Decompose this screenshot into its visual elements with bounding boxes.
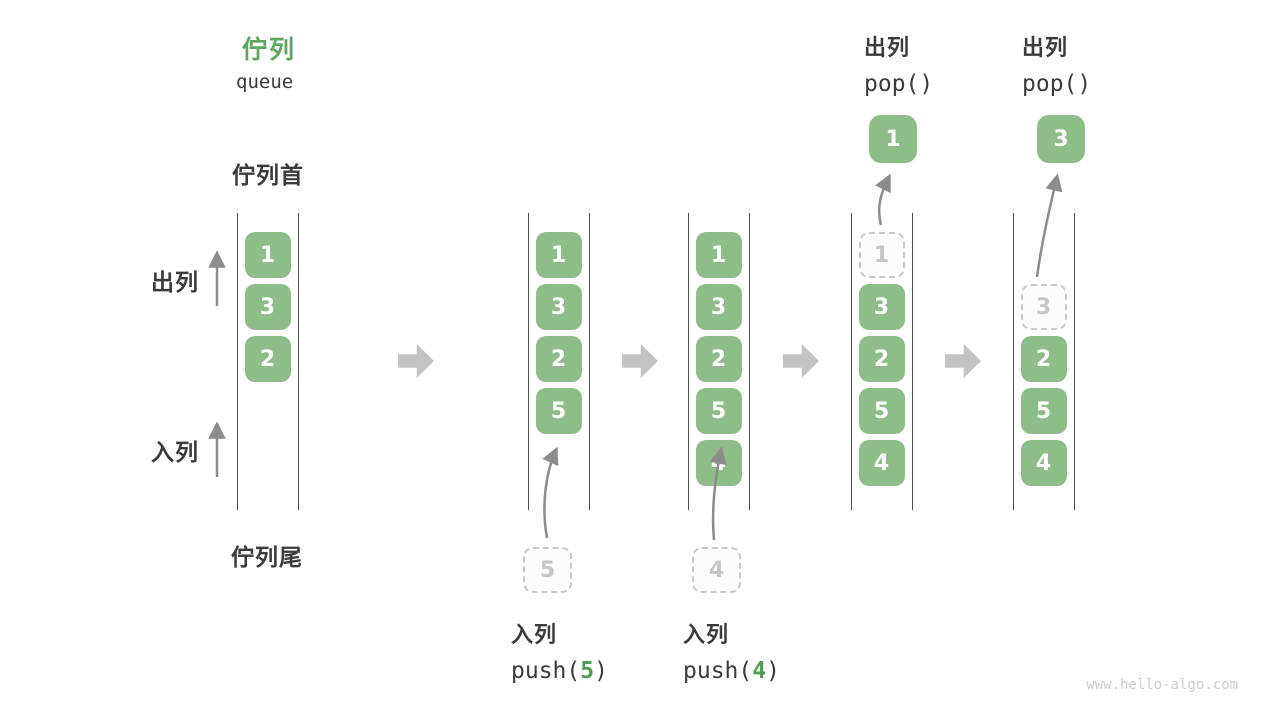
operation-pop-1: 出列 pop()	[864, 30, 1024, 97]
op-code: push(5)	[511, 658, 671, 684]
queue-cell: 3	[535, 284, 582, 330]
queue-cell: 2	[1020, 336, 1067, 382]
op-code-post: )	[594, 658, 608, 684]
label-enqueue: 入列	[151, 439, 199, 465]
queue-cell: 2	[858, 336, 905, 382]
queue-cell: 2	[535, 336, 582, 382]
op-code-pre: pop()	[1022, 71, 1092, 97]
queue-cell: 3	[244, 284, 291, 330]
op-code: push(4)	[683, 658, 843, 684]
queue-cell: 5	[695, 388, 742, 434]
queue-state-1: 1 3 2	[237, 213, 299, 510]
queue-state-4: 1 3 2 5 4 1	[851, 115, 917, 510]
queue-cell-removed: 1	[858, 232, 905, 278]
page-title: 佇列	[242, 36, 297, 64]
page-subtitle: queue	[236, 71, 294, 93]
queue-cell: 2	[244, 336, 291, 382]
op-code: pop()	[1022, 71, 1182, 97]
operation-pop-3: 出列 pop()	[1022, 30, 1182, 97]
op-label: 入列	[511, 622, 558, 647]
popped-element: 1	[869, 115, 917, 163]
queue-cell: 1	[695, 232, 742, 278]
label-dequeue: 出列	[151, 269, 199, 295]
op-code-post: )	[766, 658, 780, 684]
queue-cell: 5	[535, 388, 582, 434]
label-queue-rear: 佇列尾	[231, 544, 303, 570]
queue-state-3: 1 3 2 5 4 4	[688, 213, 750, 593]
op-label: 入列	[683, 622, 730, 647]
queue-cell: 2	[695, 336, 742, 382]
op-code: pop()	[864, 71, 1024, 97]
op-code-pre: pop()	[864, 71, 934, 97]
op-label: 出列	[864, 35, 911, 60]
queue-cell: 1	[535, 232, 582, 278]
queue-cell: 4	[858, 440, 905, 486]
popped-element: 3	[1037, 115, 1085, 163]
queue-cell: 3	[858, 284, 905, 330]
op-code-pre: push(	[683, 658, 753, 684]
incoming-element: 5	[523, 547, 572, 593]
queue-cell: 5	[858, 388, 905, 434]
queue-cell: 5	[1020, 388, 1067, 434]
label-queue-front: 佇列首	[232, 162, 304, 188]
op-code-pre: push(	[511, 658, 581, 684]
right-arrow-icon	[783, 344, 819, 378]
operation-push-5: 入列 push(5)	[511, 617, 671, 684]
watermark: www.hello-algo.com	[1086, 677, 1238, 693]
queue-cell-removed: 3	[1020, 284, 1067, 330]
queue-cell: 3	[695, 284, 742, 330]
right-arrow-icon	[945, 344, 981, 378]
queue-state-5: 3 2 5 4 3	[1013, 115, 1085, 510]
right-arrow-icon	[622, 344, 658, 378]
queue-cell: 1	[244, 232, 291, 278]
op-code-arg: 4	[752, 658, 767, 684]
queue-cell: 4	[1020, 440, 1067, 486]
op-label: 出列	[1022, 35, 1069, 60]
incoming-element: 4	[692, 547, 741, 593]
right-arrow-icon	[398, 344, 434, 378]
operation-push-4: 入列 push(4)	[683, 617, 843, 684]
queue-cell: 4	[695, 440, 742, 486]
op-code-arg: 5	[580, 658, 595, 684]
queue-state-2: 1 3 2 5 5	[523, 213, 590, 593]
